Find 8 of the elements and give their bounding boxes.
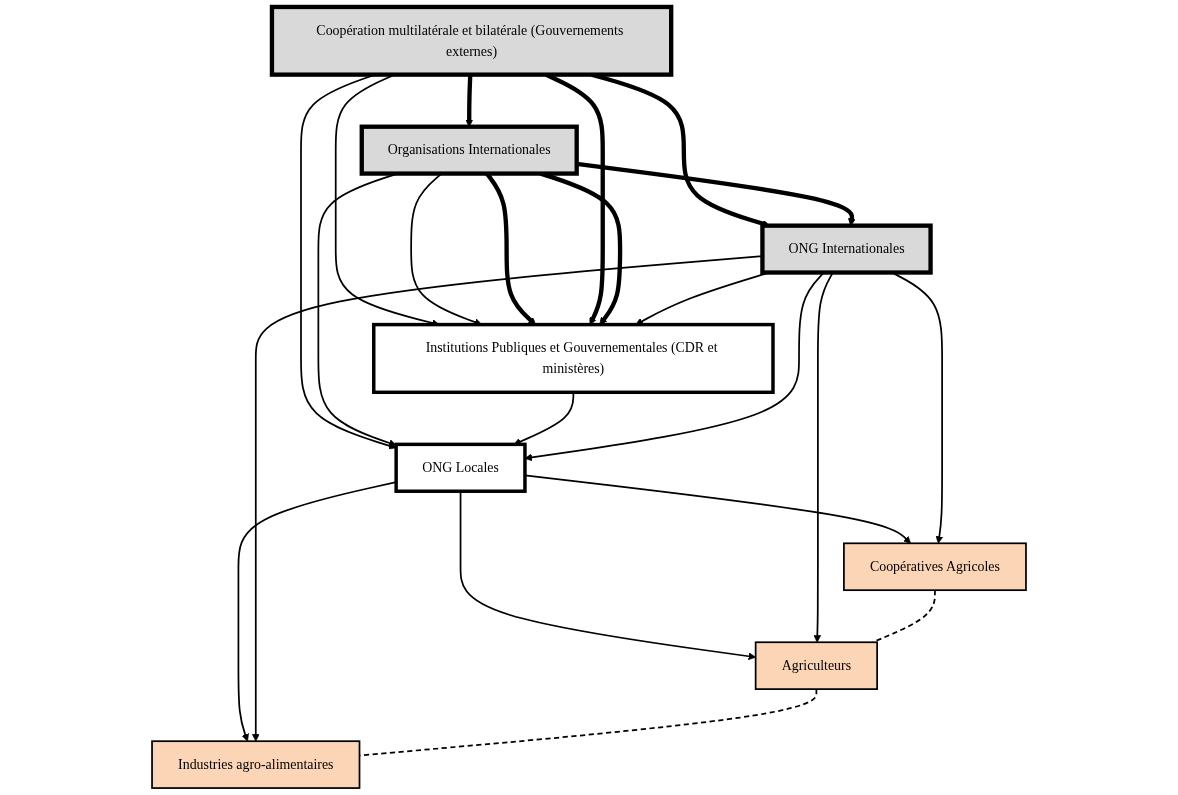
node-box: Industries agro-alimentaires — [151, 740, 361, 789]
node-box: Coopération multilatérale et bilatérale (Gouvernements externes) — [269, 4, 674, 77]
node-box: ONG Internationales — [760, 223, 933, 275]
node-box: Institutions Publiques et Gouvernementales (CDR et ministères) — [372, 322, 775, 395]
node-box: Agriculteurs — [754, 641, 878, 690]
node-box: ONG Locales — [394, 442, 527, 493]
node-box: Coopératives Agricoles — [843, 542, 1027, 592]
node-box: Organisations Internationales — [359, 124, 579, 176]
